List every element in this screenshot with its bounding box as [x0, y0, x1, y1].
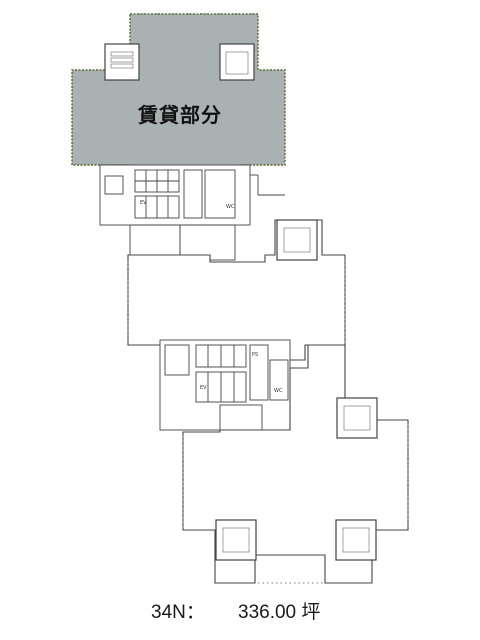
wc-label-lower: WC	[274, 388, 283, 394]
ev-label-lower: EV	[200, 385, 207, 391]
leased-area-label: 賃貸部分	[138, 103, 222, 127]
floor-area: 336.00 坪	[238, 602, 321, 623]
ps-label: PS	[252, 352, 258, 358]
window-marks	[127, 13, 409, 584]
leased-area-shape	[71, 13, 286, 169]
floor-caption: 34N： 336.00 坪	[0, 597, 480, 623]
office-middle	[127, 219, 346, 361]
stair-pod-lower-right	[336, 397, 378, 439]
leased-area	[71, 13, 286, 169]
wc-label-upper: WC	[226, 204, 235, 210]
ev-label-upper: EV	[140, 200, 147, 206]
office-lower	[182, 344, 409, 584]
floor-number: 34N：	[151, 602, 205, 623]
stair-pod-bottom-left	[215, 519, 257, 561]
core-upper	[99, 164, 285, 261]
stair-pod-bottom-right	[335, 519, 377, 561]
core-lower	[159, 339, 291, 431]
stair-pod-middle-right	[276, 219, 318, 261]
stair-pod-top-right	[219, 43, 255, 81]
